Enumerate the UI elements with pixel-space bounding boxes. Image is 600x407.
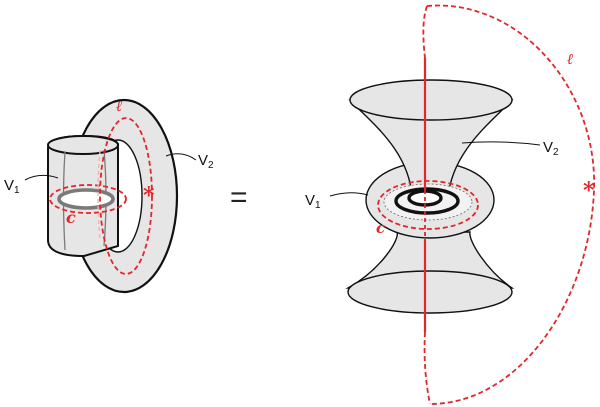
label-right-v2: V2 (543, 139, 559, 158)
core-ring-outer (394, 187, 460, 215)
leader-right-v2 (461, 141, 541, 146)
curve-l-left (99, 117, 153, 275)
leader-left-v2 (165, 153, 197, 161)
label-right-c: c (376, 219, 385, 237)
leader-right-v1 (329, 192, 369, 197)
left-figure: V1 V2 c ℓ * (4, 97, 214, 294)
leader-left-v1 (24, 174, 59, 181)
cylinder-v1-top (47, 135, 119, 155)
label-left-c: c (66, 208, 76, 227)
label-left-v2: V2 (198, 152, 214, 171)
label-left-l: ℓ (116, 97, 122, 115)
axis-line-tail (423, 331, 431, 405)
equals-sign: = (230, 181, 248, 214)
upper-funnel-rim (349, 79, 513, 121)
curve-l-right-outer (426, 4, 595, 405)
label-left-star: * (143, 183, 155, 209)
core-ring-left (57, 188, 115, 210)
label-left-v1: V1 (4, 177, 20, 196)
label-right-star: * (583, 178, 595, 204)
right-figure: V1 V2 c ℓ * (305, 4, 595, 405)
curve-l-left-hidden (97, 149, 101, 241)
curve-c-left (49, 184, 127, 214)
label-right-v1: V1 (305, 192, 321, 211)
lower-hyperboloid-base (347, 270, 513, 314)
curve-l-right-top-arc (422, 5, 428, 59)
label-right-l: ℓ (567, 50, 573, 68)
curve-c-right (377, 180, 479, 230)
